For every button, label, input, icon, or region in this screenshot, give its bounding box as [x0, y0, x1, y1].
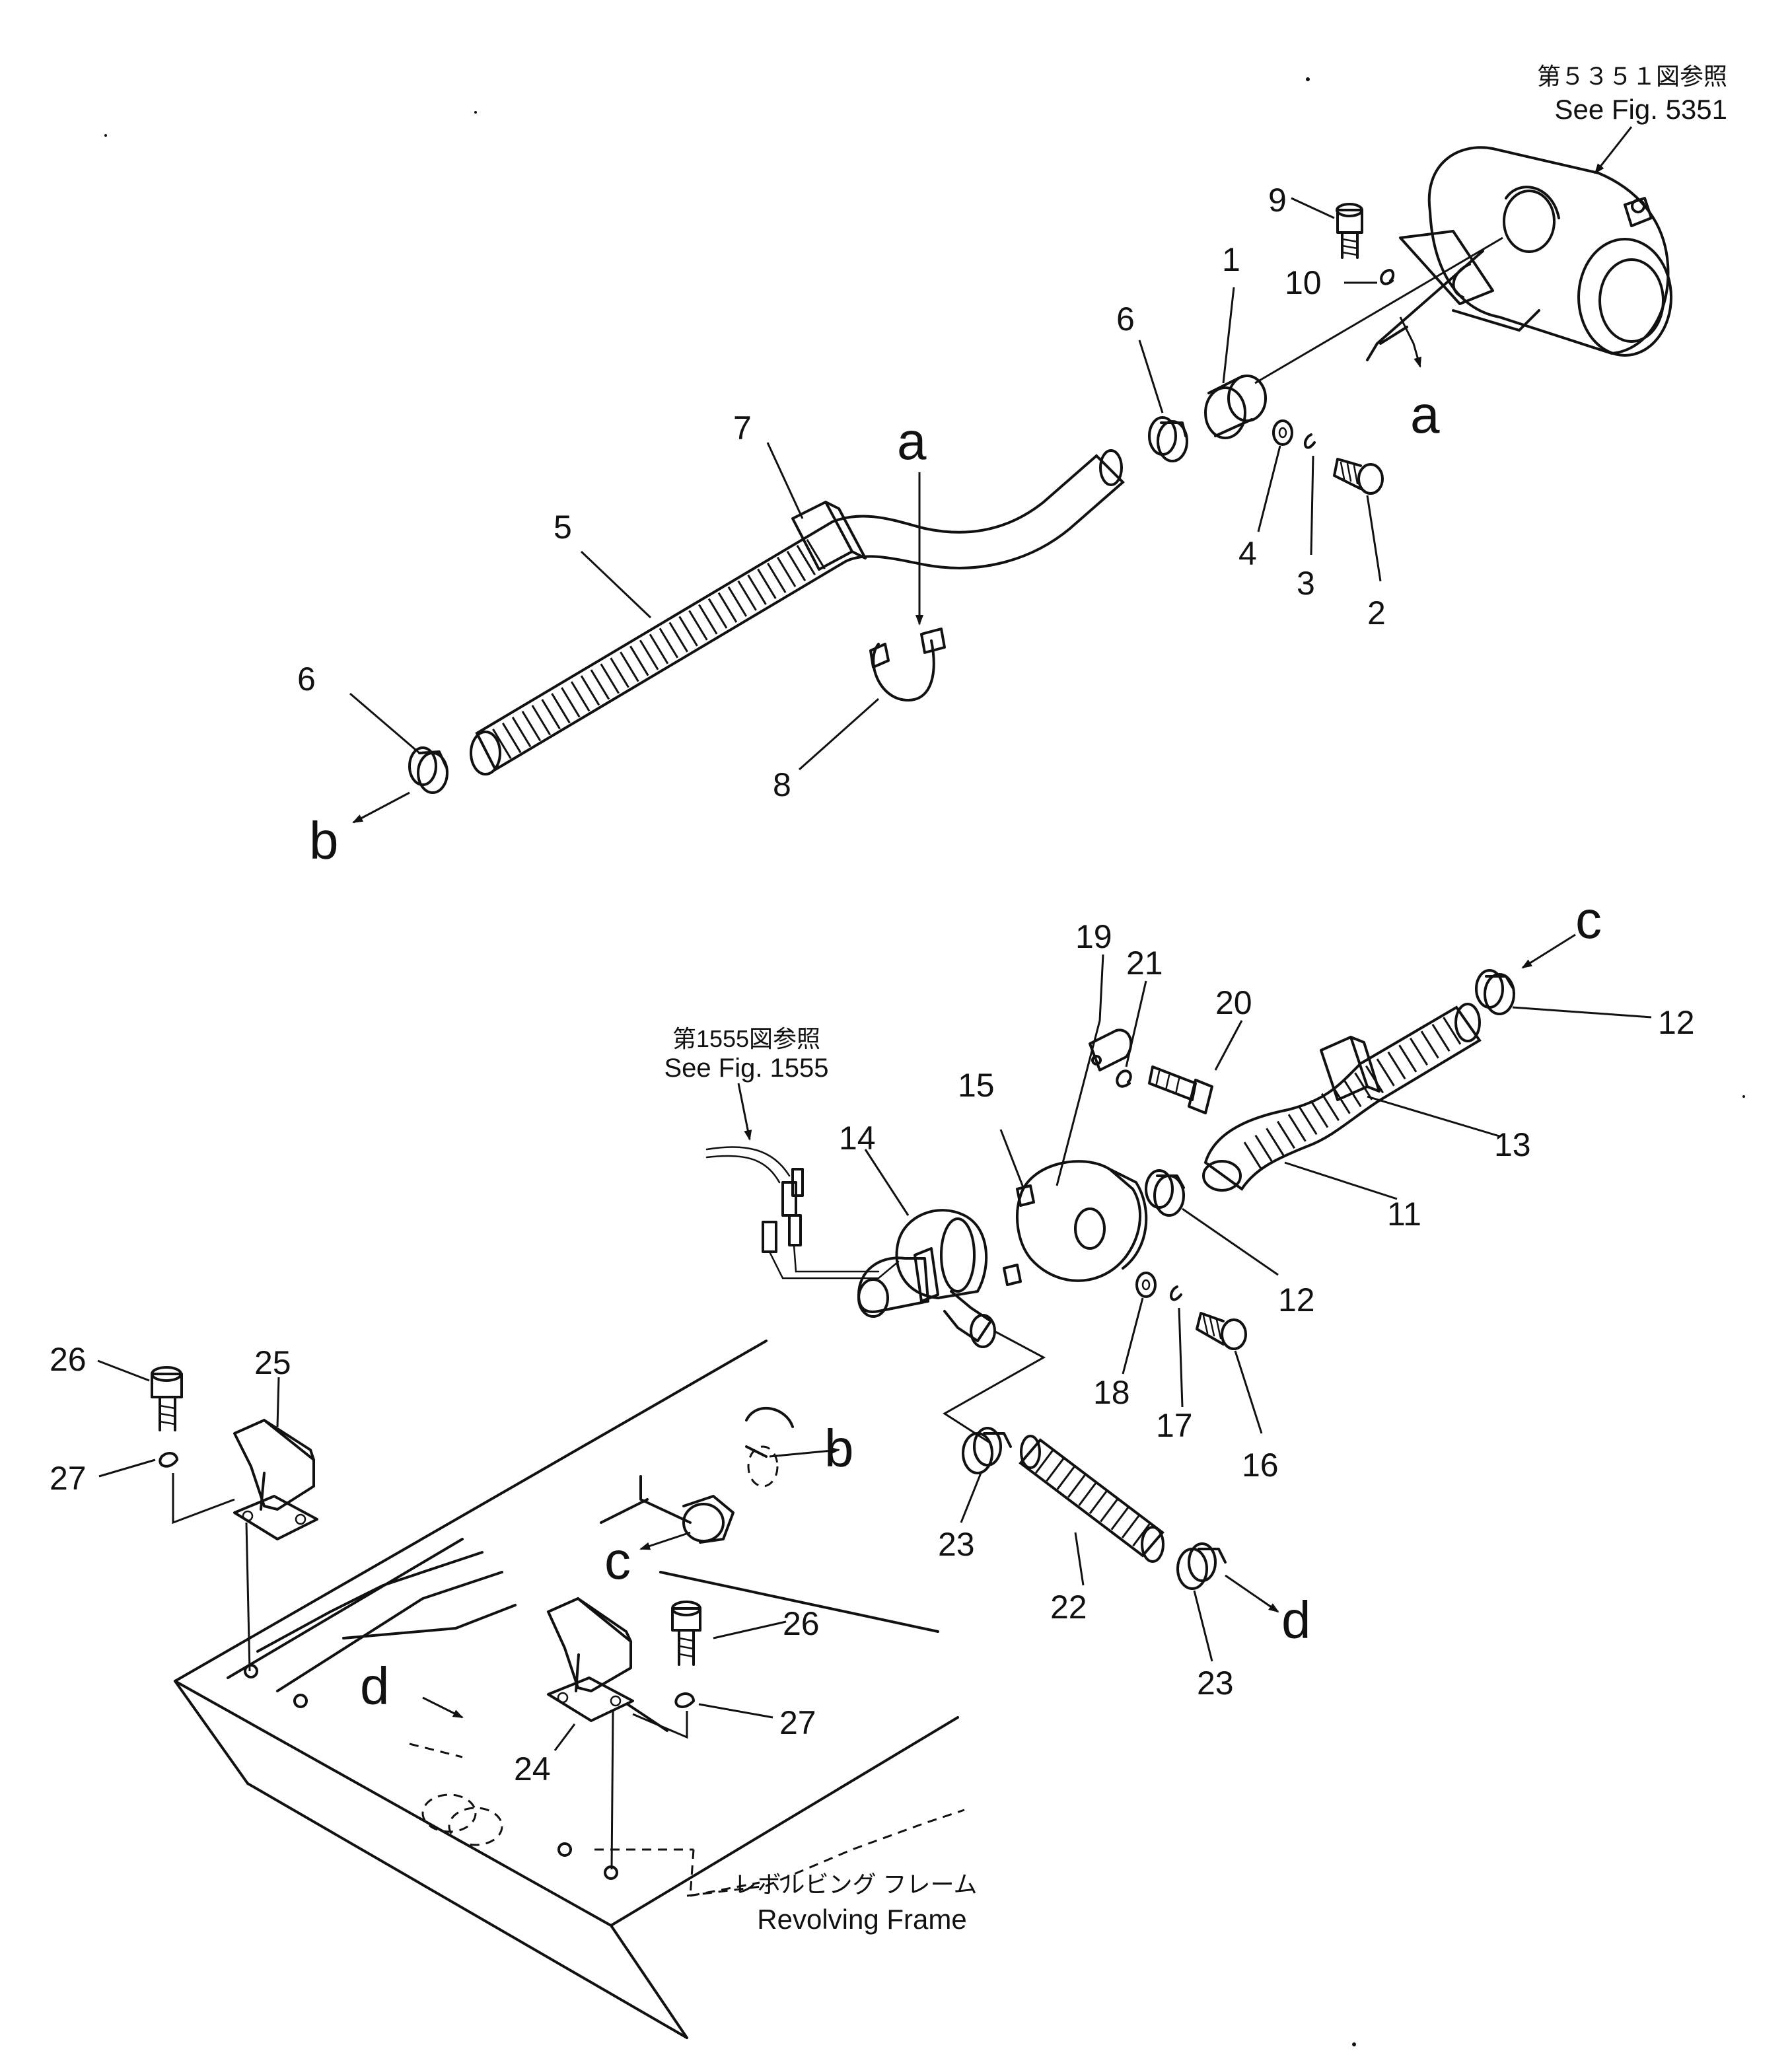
duct-nozzle-icon-24 [547, 1597, 634, 1722]
corrugated-hose-icon-22 [1019, 1435, 1165, 1563]
hose-sleeve-icon-1 [1204, 375, 1267, 439]
hose-clamp-icon-6-upper [1148, 416, 1188, 462]
blower-housing-icon-15 [1003, 1160, 1148, 1286]
washer-icon-4 [1272, 419, 1293, 446]
callout-6-left: 6 [297, 661, 316, 698]
hose-clamp-icon-23-left [962, 1427, 1012, 1474]
clamp-icon-19 [1089, 1028, 1133, 1071]
lock-washer-icon-27-lower [674, 1692, 695, 1708]
hose-clamp-icon-12-upper [1475, 969, 1515, 1015]
callout-11: 11 [1387, 1196, 1421, 1233]
connector-a-right: a [1410, 385, 1440, 444]
callout-23-left: 23 [938, 1526, 975, 1563]
ref-fig-5351-en: See Fig. 5351 [1554, 94, 1727, 125]
connector-d-frame: d [360, 1657, 390, 1715]
screw-icon-16 [1196, 1312, 1247, 1350]
hose-clamp-icon-23-right [1176, 1542, 1227, 1590]
callout-9: 9 [1268, 182, 1287, 219]
callout-1: 1 [1222, 241, 1240, 278]
callout-16: 16 [1242, 1447, 1279, 1484]
bolt-icon-20 [1148, 1065, 1213, 1114]
callout-26-upper: 26 [50, 1341, 87, 1378]
bolt-icon-9 [1336, 203, 1363, 259]
connector-b-left: b [309, 811, 339, 870]
air-cleaner-icon [1366, 146, 1672, 361]
callout-20: 20 [1215, 984, 1252, 1021]
corrugated-hose-icon-5 [470, 449, 1125, 775]
pipe-clamp-icon-8 [869, 628, 946, 702]
callout-13: 13 [1494, 1126, 1531, 1163]
callout-12-upper: 12 [1658, 1004, 1695, 1041]
callout-7: 7 [733, 410, 752, 447]
callout-27-upper: 27 [50, 1460, 87, 1497]
connector-d-right: d [1281, 1591, 1311, 1649]
wire-harness-icon [705, 1146, 900, 1279]
callout-17: 17 [1156, 1407, 1193, 1444]
clamp-icon-13 [1320, 1036, 1380, 1101]
callout-15: 15 [958, 1067, 995, 1104]
connector-b-frame: b [824, 1419, 854, 1478]
callout-22: 22 [1050, 1589, 1087, 1626]
callout-27-lower: 27 [779, 1704, 816, 1741]
callout-23-right: 23 [1197, 1665, 1234, 1702]
clamp-icon-7 [791, 501, 867, 571]
callout-12-lower: 12 [1278, 1281, 1315, 1318]
connector-a-center: a [897, 412, 927, 470]
bolt-icon-26-lower [671, 1601, 701, 1666]
callout-14: 14 [839, 1120, 876, 1157]
hose-clamp-icon-6-left [408, 746, 448, 794]
connector-c-frame: c [604, 1531, 631, 1590]
callout-10: 10 [1285, 264, 1322, 301]
washer-icon-18 [1135, 1272, 1157, 1298]
ref-fig-1555-en: See Fig. 1555 [664, 1054, 828, 1083]
callout-6-upper: 6 [1116, 301, 1135, 338]
lock-washer-icon-27-upper [159, 1452, 178, 1468]
duct-nozzle-icon-25 [233, 1419, 318, 1540]
callout-25: 25 [254, 1344, 291, 1381]
ref-fig-1555-jp: 第1555図参照 [672, 1025, 820, 1052]
callout-8: 8 [773, 766, 791, 803]
lock-washer-icon-10 [1380, 269, 1395, 285]
bolt-icon-26-upper [151, 1366, 183, 1431]
callout-2: 2 [1367, 594, 1386, 631]
lock-washer-icon-17 [1170, 1285, 1182, 1301]
ref-fig-5351-jp: 第５３５１図参照 [1537, 63, 1727, 90]
connector-c-right: c [1575, 890, 1602, 949]
callout-19: 19 [1075, 918, 1112, 955]
callout-3: 3 [1297, 565, 1315, 602]
frame-label-jp: レボルビング フレーム [734, 1871, 978, 1898]
hose-clamp-icon-12-lower [1145, 1169, 1185, 1217]
callout-18: 18 [1093, 1374, 1130, 1411]
callout-4: 4 [1238, 535, 1257, 572]
lock-washer-icon-21 [1116, 1069, 1132, 1088]
callout-24: 24 [514, 1750, 551, 1787]
screw-icon-2 [1333, 458, 1384, 495]
callout-5: 5 [554, 509, 572, 546]
lock-washer-icon-3 [1303, 433, 1316, 449]
revolving-frame-icon [174, 1340, 965, 2039]
callout-26-lower: 26 [783, 1605, 820, 1642]
callout-21: 21 [1126, 945, 1163, 982]
frame-label-en: Revolving Frame [757, 1904, 966, 1935]
